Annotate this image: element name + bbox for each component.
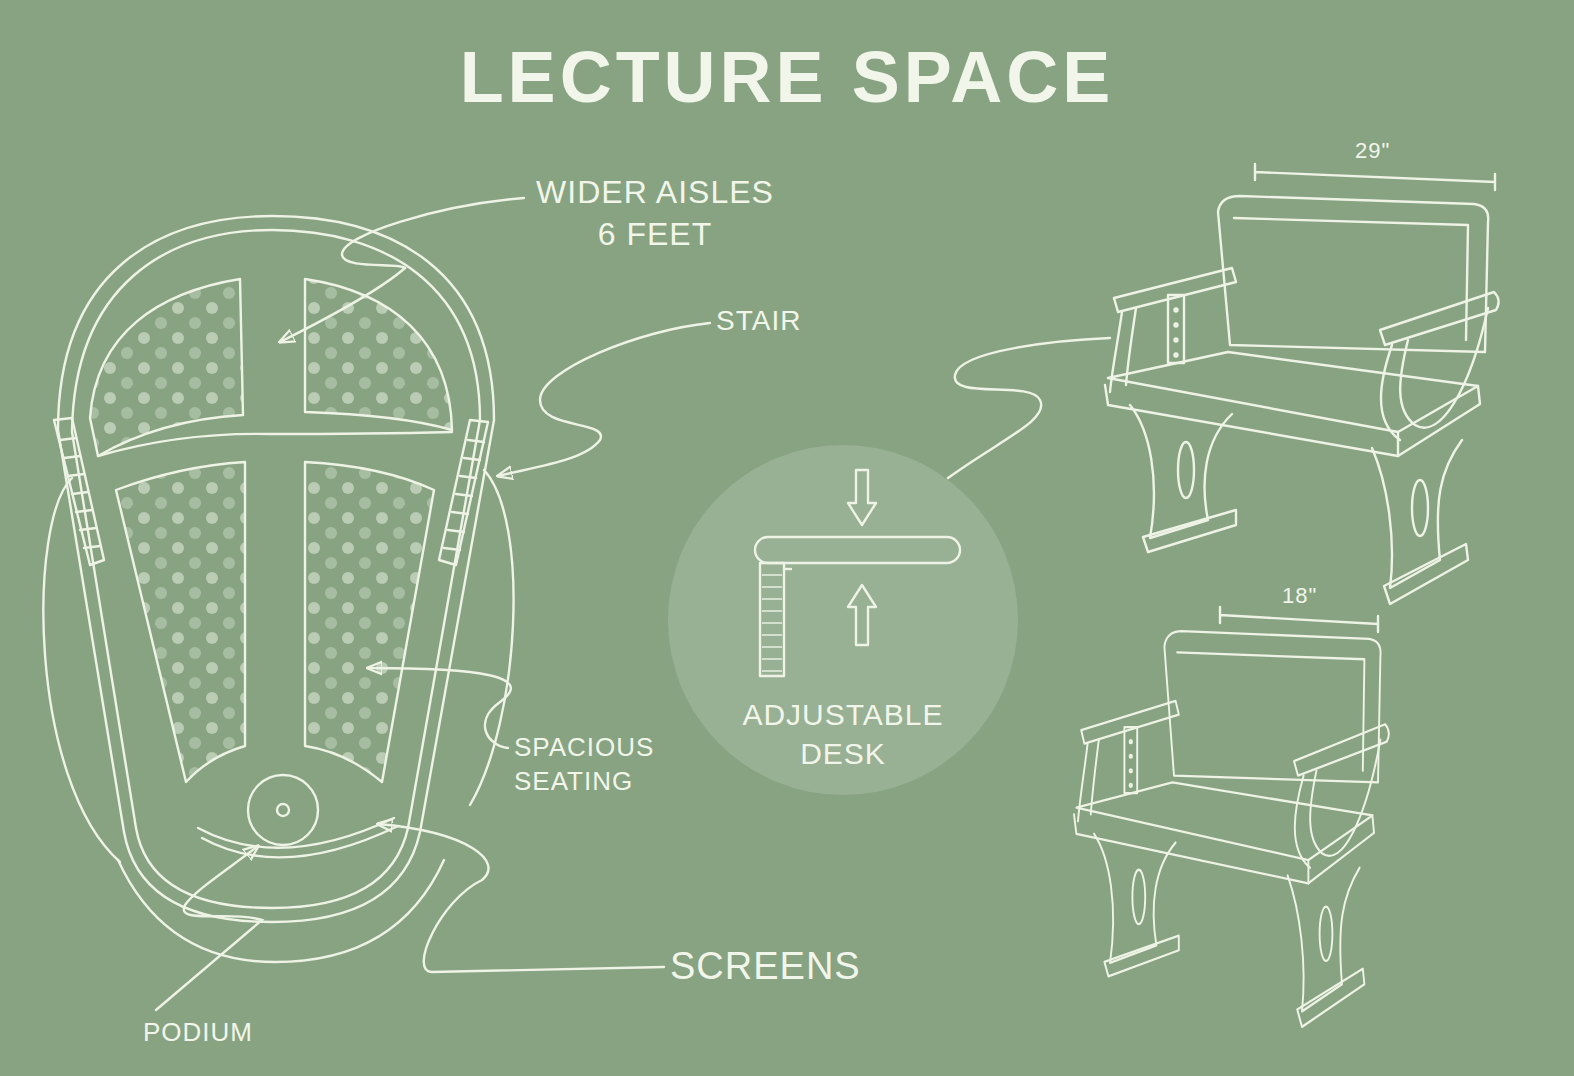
label-holder: SCREENS [670, 942, 880, 991]
title-holder: LECTURE SPACE [0, 36, 1574, 119]
label-holder: PODIUM [143, 1016, 293, 1050]
stair-label: STAIR [716, 303, 836, 339]
label-holder: 18" [1282, 582, 1352, 611]
podium-label: PODIUM [143, 1016, 293, 1050]
label-holder: STAIR [716, 303, 836, 339]
page-title: LECTURE SPACE [0, 36, 1574, 119]
desk-icon [755, 470, 960, 676]
desk-circle: ADJUSTABLE DESK [668, 445, 1018, 795]
label-holder: SPACIOUS SEATING [514, 731, 684, 799]
desk-label: ADJUSTABLE DESK [723, 695, 963, 773]
label-holder: WIDER AISLES 6 FEET [530, 172, 780, 255]
label-holder: 29" [1355, 137, 1425, 166]
aisle-note: WIDER AISLES 6 FEET [530, 172, 780, 255]
dimension-label: 18" [1282, 582, 1352, 611]
dimension-label: 29" [1355, 137, 1425, 166]
screens-label: SCREENS [670, 942, 880, 991]
seating-label: SPACIOUS SEATING [514, 731, 684, 799]
